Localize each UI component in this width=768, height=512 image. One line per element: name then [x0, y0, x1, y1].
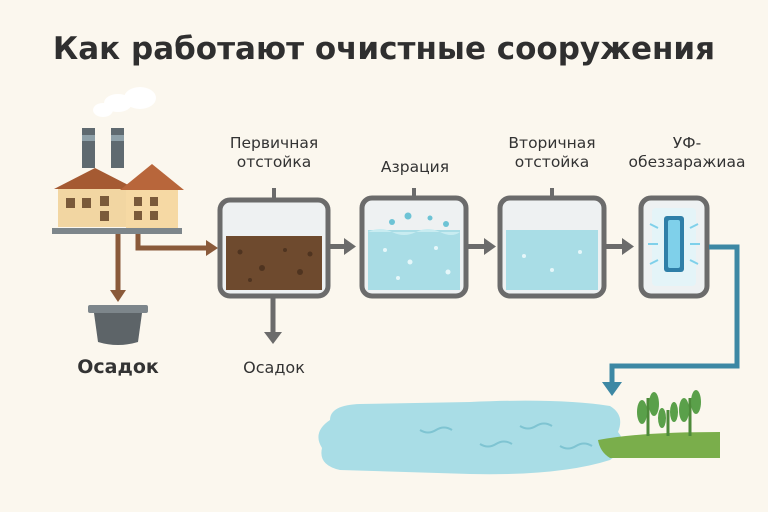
- flow-arrows: [330, 238, 634, 255]
- label-sludge-left: Осадок: [77, 356, 159, 378]
- arrow-down-to-river: [602, 382, 622, 396]
- primary-tank: [217, 188, 331, 299]
- outlet-pipe: [609, 244, 740, 384]
- factory-icon: [82, 87, 156, 168]
- house-icon: [52, 164, 184, 234]
- label-sludge-primary: Осадок: [243, 358, 305, 377]
- secondary-tank: [497, 188, 607, 299]
- label-uv-disinfection: УФ-обеззаражиаа: [628, 134, 746, 172]
- arrow-into-primary: [206, 240, 218, 256]
- arrow-down-sludge: [264, 332, 282, 344]
- sludge-bin-icon: [88, 305, 148, 345]
- aeration-tank: [359, 188, 469, 299]
- sewage-pipes: [115, 234, 208, 292]
- label-secondary-settling: Вторичная отстойка: [508, 134, 596, 172]
- uv-lamp-icon: [638, 195, 710, 299]
- page-title: Как работают очистные сооружения: [52, 31, 716, 67]
- river-icon: [318, 400, 623, 475]
- arrow-down-to-bin: [110, 290, 126, 302]
- label-primary-settling: Первичная отстойка: [229, 134, 319, 172]
- label-aeration: Азрация: [380, 158, 450, 176]
- plant-icon: [598, 390, 720, 458]
